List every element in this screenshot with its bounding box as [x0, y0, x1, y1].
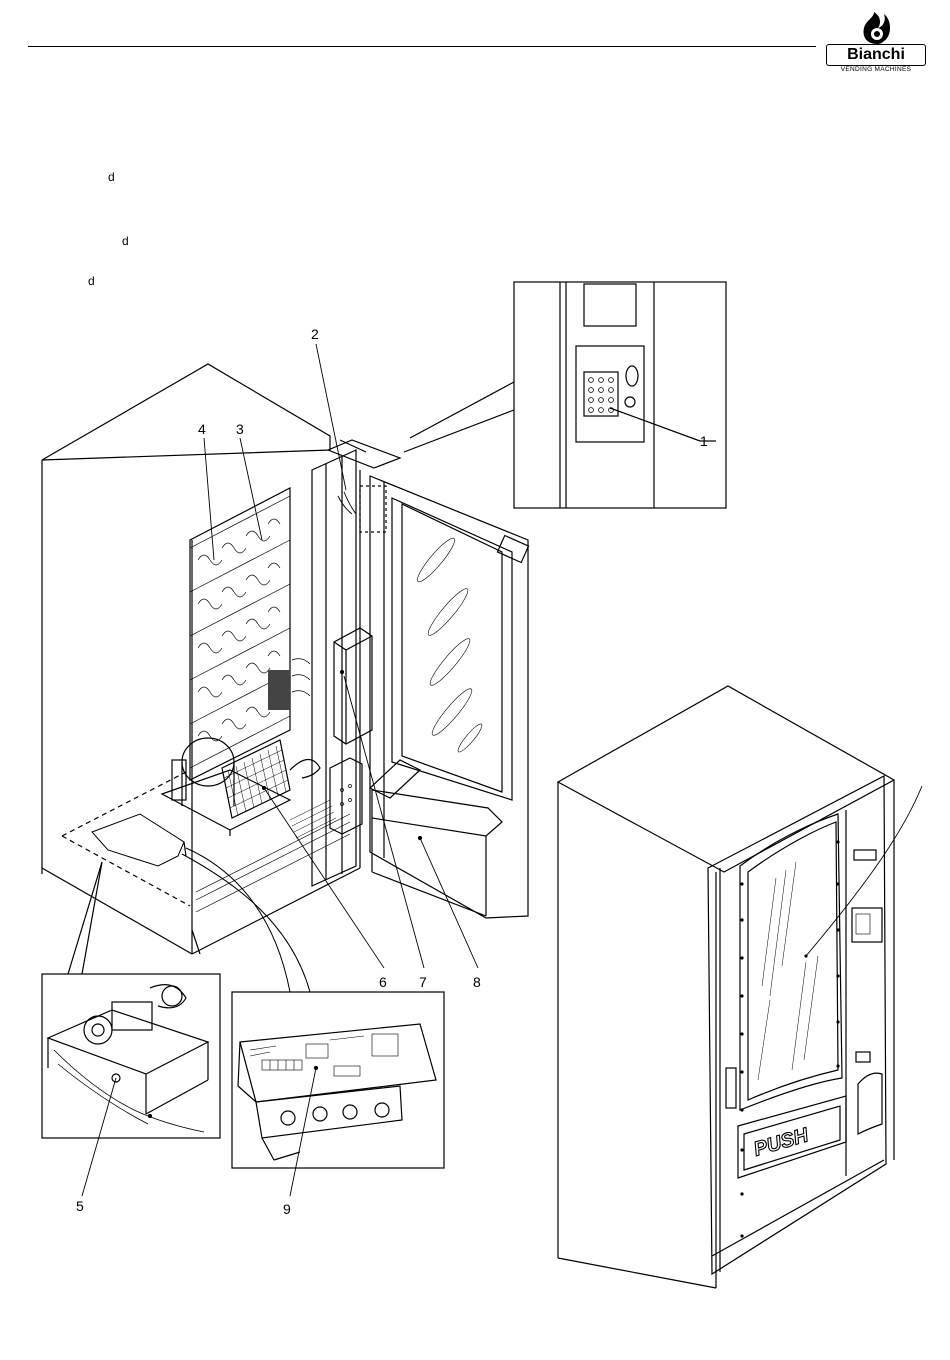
- callout-8: 8: [473, 974, 481, 990]
- callout-9: 9: [283, 1201, 291, 1217]
- keypad-detail: [514, 282, 726, 508]
- callout-3: 3: [236, 421, 244, 437]
- callout-2: 2: [311, 326, 319, 342]
- callout-6: 6: [379, 974, 387, 990]
- power-unit-detail: [42, 974, 220, 1138]
- callout-5: 5: [76, 1198, 84, 1214]
- open-vending-machine: [42, 364, 529, 954]
- closed-vending-machine: [558, 686, 894, 1288]
- callout-7: 7: [419, 974, 427, 990]
- callout-1: 1: [700, 433, 708, 449]
- callout-4: 4: [198, 421, 206, 437]
- control-board-detail: [232, 992, 444, 1168]
